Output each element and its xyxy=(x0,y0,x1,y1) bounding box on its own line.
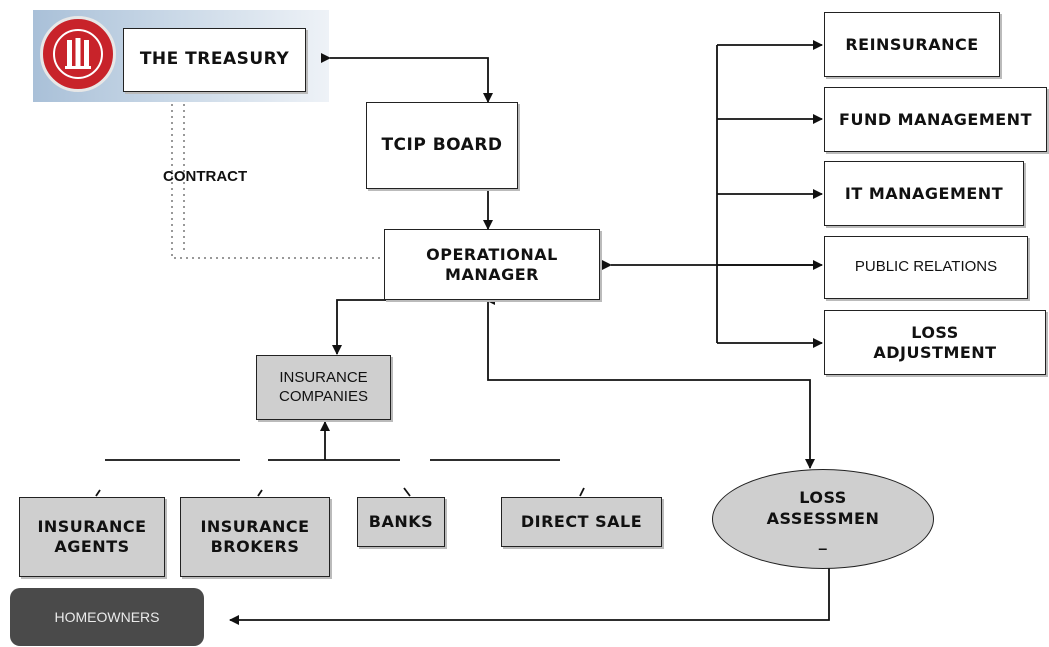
reinsurance-label: REINSURANCE xyxy=(845,34,979,54)
insurance-agents-node: INSURANCE AGENTS xyxy=(19,497,165,577)
tcip-board-node: TCIP BOARD xyxy=(366,102,518,189)
public-relations-label: PUBLIC RELATIONS xyxy=(854,258,998,276)
public-relations-node: PUBLIC RELATIONS xyxy=(824,236,1028,299)
tcip-board-label: TCIP BOARD xyxy=(381,134,503,155)
homeowners-label: HOMEOWNERS xyxy=(54,609,160,625)
insurance-brokers-node: INSURANCE BROKERS xyxy=(180,497,330,577)
insurance-companies-label: INSURANCE COMPANIES xyxy=(279,368,368,405)
loss-assessment-node: LOSS ASSESSMEN _ xyxy=(712,469,934,569)
loss-assessment-label: LOSS ASSESSMEN _ xyxy=(766,487,880,550)
treasury-label: THE TREASURY xyxy=(139,49,290,70)
banks-label: BANKS xyxy=(368,512,434,531)
treasury-seal-icon xyxy=(40,16,116,92)
fund-management-node: FUND MANAGEMENT xyxy=(824,87,1047,152)
insurance-brokers-label: INSURANCE BROKERS xyxy=(200,517,310,556)
reinsurance-node: REINSURANCE xyxy=(824,12,1000,77)
fund-management-label: FUND MANAGEMENT xyxy=(839,109,1032,129)
operational-manager-label: OPERATIONAL MANAGER xyxy=(426,244,558,284)
loss-adjustment-node: LOSS ADJUSTMENT xyxy=(824,310,1046,375)
homeowners-node: HOMEOWNERS xyxy=(10,588,204,646)
insurance-agents-label: INSURANCE AGENTS xyxy=(37,517,147,556)
loss-adjustment-label: LOSS ADJUSTMENT xyxy=(873,322,997,362)
it-management-node: IT MANAGEMENT xyxy=(824,161,1024,226)
banks-node: BANKS xyxy=(357,497,445,547)
direct-sale-label: DIRECT SALE xyxy=(520,512,643,531)
treasury-node: THE TREASURY xyxy=(123,28,306,92)
operational-manager-node: OPERATIONAL MANAGER xyxy=(384,229,600,300)
it-management-label: IT MANAGEMENT xyxy=(844,183,1004,203)
contract-label: CONTRACT xyxy=(163,168,248,185)
direct-sale-node: DIRECT SALE xyxy=(501,497,662,547)
insurance-companies-node: INSURANCE COMPANIES xyxy=(256,355,391,420)
